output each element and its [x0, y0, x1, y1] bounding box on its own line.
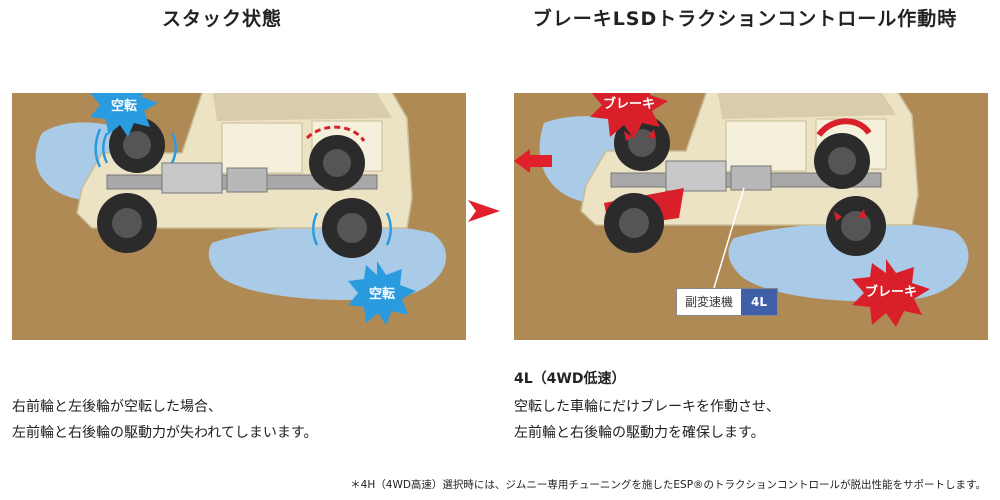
sub-transmission-indicator: 副変速機 4L [676, 288, 779, 316]
spin-label-top: 空転 [90, 93, 158, 137]
right-illustration: ブレーキ ブレーキ [514, 93, 988, 340]
footnote: ＊4H（4WD高速）選択時には、ジムニー専用チューニングを施したESP®のトラク… [350, 479, 986, 491]
brake-marks [624, 129, 866, 221]
wheel-rear-left [826, 196, 886, 256]
forward-arrow-icon [514, 149, 552, 173]
wheel-front-left [97, 193, 157, 253]
drivetrain [106, 162, 378, 194]
wheel-rear-right [814, 133, 870, 189]
left-panel-title: スタック状態 [161, 8, 282, 30]
sub-transmission-label: 副変速機 [685, 295, 734, 309]
wheel-front-left [604, 193, 664, 253]
spin-label-bottom: 空転 [348, 261, 416, 325]
left-caption: 右前輪と左後輪が空転した場合、 左前輪と右後輪の駆動力が失われてしまいます。 [12, 394, 317, 446]
brake-label-bottom: ブレーキ [852, 259, 930, 327]
wheel-rear-left [322, 198, 382, 258]
right-caption: 空転した車輪にだけブレーキを作動させ、 左前輪と右後輪の駆動力を確保します。 [514, 394, 780, 446]
brake-label-top: ブレーキ [590, 93, 668, 139]
left-caption-line2: 左前輪と右後輪の駆動力が失われてしまいます。 [12, 425, 318, 441]
wheel-front-right [109, 117, 165, 173]
sub-transmission-value: 4L [741, 289, 778, 315]
left-caption-line1: 右前輪と左後輪が空転した場合、 [12, 399, 222, 415]
right-caption-line1: 空転した車輪にだけブレーキを作動させ、 [514, 399, 780, 415]
right-subhead: 4L（4WD低速） [514, 371, 626, 387]
spin-marks [94, 128, 392, 246]
drivetrain [610, 160, 882, 192]
rotation-arrow [816, 118, 872, 137]
right-panel-title: ブレーキLSDトラクションコントロール作動時 [532, 8, 958, 30]
brake-label-bottom-text: ブレーキ [865, 284, 917, 300]
spin-label-top-text: 空転 [111, 98, 137, 114]
spin-arrow [305, 125, 366, 142]
wheel-rear-right [309, 135, 365, 191]
brake-label-top-text: ブレーキ [603, 96, 655, 112]
gear-leader-line [713, 187, 745, 289]
spin-label-bottom-text: 空転 [369, 286, 395, 302]
left-illustration: 空転 空転 [12, 93, 466, 340]
transition-arrow-icon [468, 200, 500, 222]
right-caption-line2: 左前輪と右後輪の駆動力を確保します。 [514, 425, 765, 441]
